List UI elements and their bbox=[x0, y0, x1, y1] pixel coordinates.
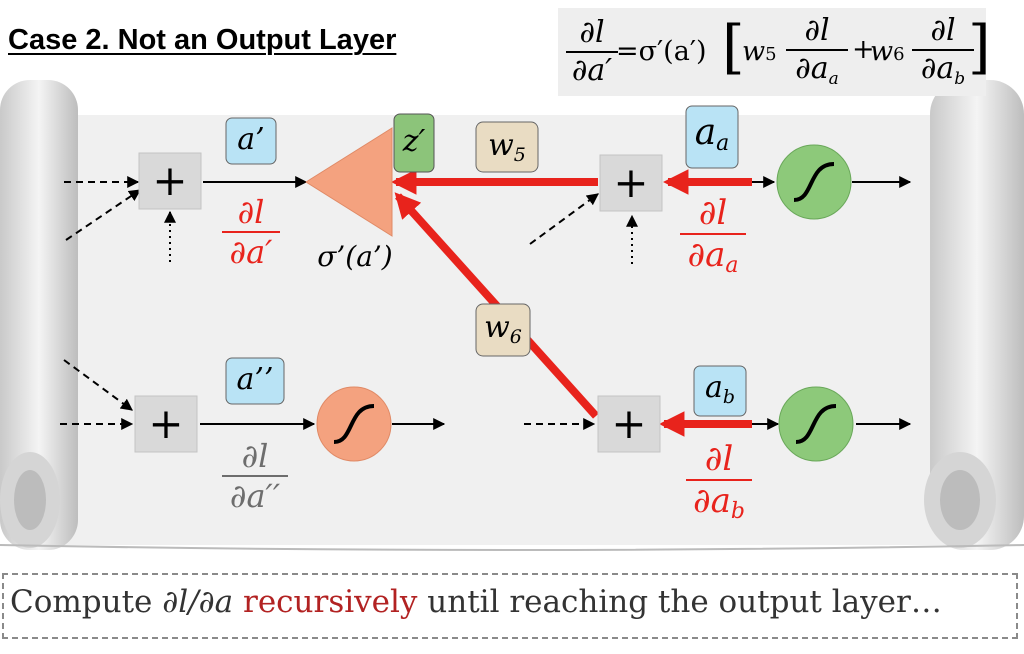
formula-term2-numerator: ∂l bbox=[930, 13, 956, 48]
a-a-label: aa bbox=[694, 112, 730, 156]
caption-text: Compute ∂l/∂a recursively until reaching… bbox=[10, 584, 942, 620]
sum-node-3 bbox=[599, 154, 663, 212]
a-b-label: ab bbox=[704, 370, 736, 408]
caption-highlight: recursively bbox=[233, 584, 418, 620]
formula-term1-denominator: ∂aa bbox=[795, 51, 839, 89]
formula-sigma-term: =σ′(a′) bbox=[616, 36, 707, 67]
formula-open-bracket: [ bbox=[722, 13, 745, 81]
formula-term1-fraction: ∂l ∂aa bbox=[786, 16, 848, 88]
grad-a-prime-denominator: ∂a′ bbox=[229, 233, 273, 271]
w6-box bbox=[475, 303, 531, 357]
z-prime-box bbox=[393, 113, 435, 173]
caption-box bbox=[2, 573, 1018, 639]
sum-node-4 bbox=[597, 395, 661, 453]
caption-expression: ∂l/∂a bbox=[162, 584, 234, 620]
formula-lhs-numerator: ∂l bbox=[579, 15, 605, 50]
formula-w6: w6 bbox=[870, 36, 905, 67]
sum-node-1 bbox=[138, 152, 202, 210]
grad-a-prime: ∂l ∂a′ bbox=[222, 196, 280, 268]
chain-rule-formula: ∂l ∂a′ =σ′(a′) [ w5 ∂l ∂aa + w6 ∂l ∂ab ] bbox=[558, 8, 991, 96]
page-title: Case 2. Not an Output Layer bbox=[8, 24, 397, 56]
formula-term2-fraction: ∂l ∂ab bbox=[912, 16, 974, 88]
sum-symbol-4: + bbox=[611, 399, 647, 448]
a-prime-label: a’ bbox=[237, 122, 265, 157]
caption-part1: Compute bbox=[10, 584, 163, 620]
formula-close-bracket: ] bbox=[968, 13, 991, 81]
a-b-box bbox=[693, 365, 747, 417]
sigma-prime-label: σ’(a’) bbox=[317, 240, 393, 273]
sigmoid-node-orange bbox=[316, 386, 392, 462]
grad-a-b: ∂l ∂ab bbox=[686, 442, 752, 523]
grad-a-dprime: ∂l ∂a′′ bbox=[222, 440, 288, 512]
input-arrows bbox=[60, 176, 638, 430]
grad-a-a-numerator: ∂l bbox=[698, 193, 728, 233]
formula-term2-denominator: ∂ab bbox=[920, 51, 966, 89]
sum-node-2 bbox=[134, 395, 198, 453]
a-a-box bbox=[685, 105, 739, 169]
grad-a-b-denominator: ∂ab bbox=[693, 481, 745, 524]
caption-part2: until reaching the output layer… bbox=[417, 584, 942, 620]
sum-symbol-2: + bbox=[148, 399, 184, 448]
grad-a-prime-numerator: ∂l bbox=[237, 193, 265, 231]
sigmoid-node-green-top bbox=[776, 144, 852, 220]
grad-a-dprime-numerator: ∂l bbox=[241, 437, 269, 475]
formula-plus: + bbox=[852, 34, 875, 65]
formula-w5: w5 bbox=[742, 36, 777, 67]
activation-derivative-triangle bbox=[305, 127, 393, 237]
formula-lhs-fraction: ∂l ∂a′ bbox=[566, 18, 618, 86]
grad-a-dprime-denominator: ∂a′′ bbox=[229, 477, 281, 515]
sum-symbol-3: + bbox=[613, 158, 649, 207]
grad-a-b-numerator: ∂l bbox=[704, 439, 734, 479]
sum-symbol-1: + bbox=[152, 156, 188, 205]
formula-lhs-denominator: ∂a′ bbox=[571, 53, 613, 88]
a-prime-box bbox=[225, 117, 277, 165]
formula-term1-numerator: ∂l bbox=[804, 13, 830, 48]
sigmoid-node-green-bottom bbox=[778, 386, 854, 462]
grad-a-a-denominator: ∂aa bbox=[687, 235, 739, 278]
w6-label: w6 bbox=[484, 310, 522, 348]
grad-a-a: ∂l ∂aa bbox=[680, 196, 746, 277]
a-dprime-label: a’’ bbox=[236, 362, 274, 397]
z-prime-label: z′ bbox=[402, 124, 426, 159]
w5-box bbox=[475, 121, 539, 173]
w5-label: w5 bbox=[488, 128, 526, 166]
a-dprime-box bbox=[225, 357, 285, 405]
forward-arrows bbox=[200, 176, 912, 430]
